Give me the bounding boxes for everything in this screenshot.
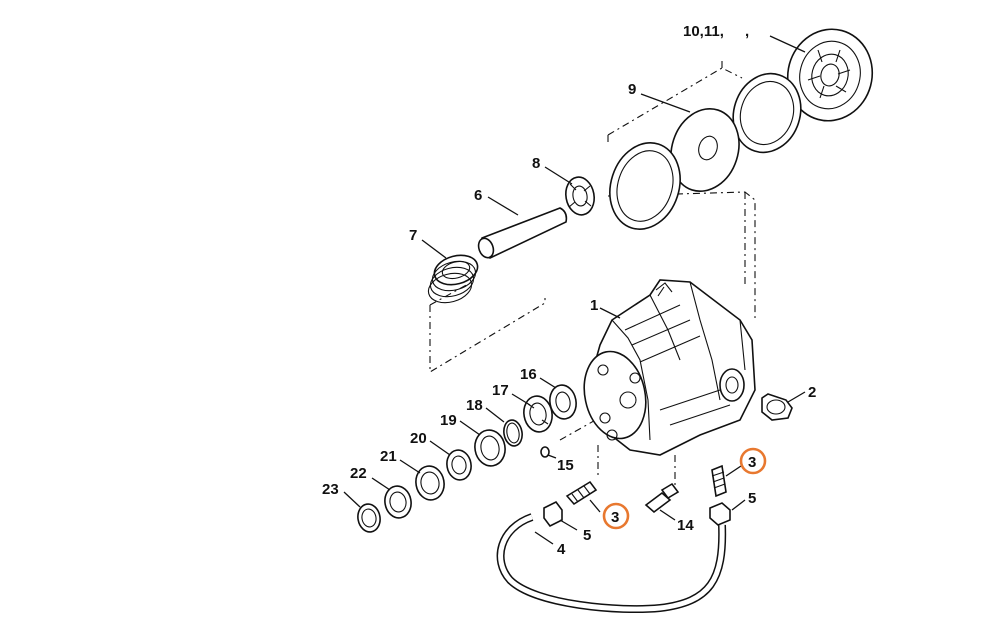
- highlight-ring-3-right: [739, 447, 767, 475]
- label-20: 20: [410, 430, 427, 447]
- seal-part-21: [415, 465, 445, 501]
- label-16: 16: [520, 366, 537, 383]
- label-15: 15: [557, 457, 574, 474]
- label-5-left: 5: [583, 527, 591, 544]
- label-5-right: 5: [748, 490, 756, 507]
- screw-part-14: [644, 482, 680, 514]
- label-1: 1: [590, 297, 598, 314]
- label-10-11: 10,11,: [683, 23, 724, 40]
- pin-part-6: [477, 207, 568, 259]
- nut-part-5-right: [709, 502, 731, 526]
- seal-part-20: [446, 449, 472, 481]
- label-22: 22: [350, 465, 367, 482]
- disc-part-9-middle: [670, 107, 740, 193]
- oring-part-15: [540, 446, 550, 458]
- fitting-part-3-left: [565, 480, 598, 506]
- nut-part-5-left: [543, 500, 563, 528]
- disc-part-9-outer: [732, 72, 802, 154]
- leader-lines: [343, 35, 806, 545]
- label-14: 14: [677, 517, 694, 534]
- label-3-right: 3: [748, 454, 756, 471]
- oring-part-18: [503, 419, 523, 447]
- plug-part-2: [761, 393, 793, 421]
- label-21: 21: [380, 448, 397, 465]
- highlight-ring-3-left: [602, 502, 630, 530]
- label-3-left: 3: [611, 509, 619, 526]
- label-18: 18: [466, 397, 483, 414]
- alignment-frame-main: [429, 191, 756, 373]
- label-6: 6: [474, 187, 482, 204]
- label-23: 23: [322, 481, 339, 498]
- seal-part-19: [474, 429, 506, 467]
- label-7: 7: [409, 227, 417, 244]
- label-17: 17: [492, 382, 509, 399]
- alignment-frame-upper: [607, 58, 743, 146]
- label-9: 9: [628, 81, 636, 98]
- bearing-part-10-11: [786, 28, 874, 122]
- seal-part-17: [523, 395, 553, 433]
- spring-part-7: [427, 254, 479, 304]
- label-8: 8: [532, 155, 540, 172]
- retainer-part-8: [565, 176, 595, 216]
- label-comma: ,: [745, 23, 749, 40]
- label-4: 4: [557, 541, 566, 558]
- label-19: 19: [440, 412, 457, 429]
- seal-part-22: [384, 485, 412, 519]
- pump-housing-part-1: [583, 279, 756, 456]
- fitting-part-3-right: [711, 464, 727, 498]
- hose-part-4-inner: [498, 514, 725, 612]
- seal-part-16: [549, 384, 577, 420]
- label-2: 2: [808, 384, 816, 401]
- ring-part-23: [357, 503, 381, 533]
- washer-large: [609, 142, 681, 230]
